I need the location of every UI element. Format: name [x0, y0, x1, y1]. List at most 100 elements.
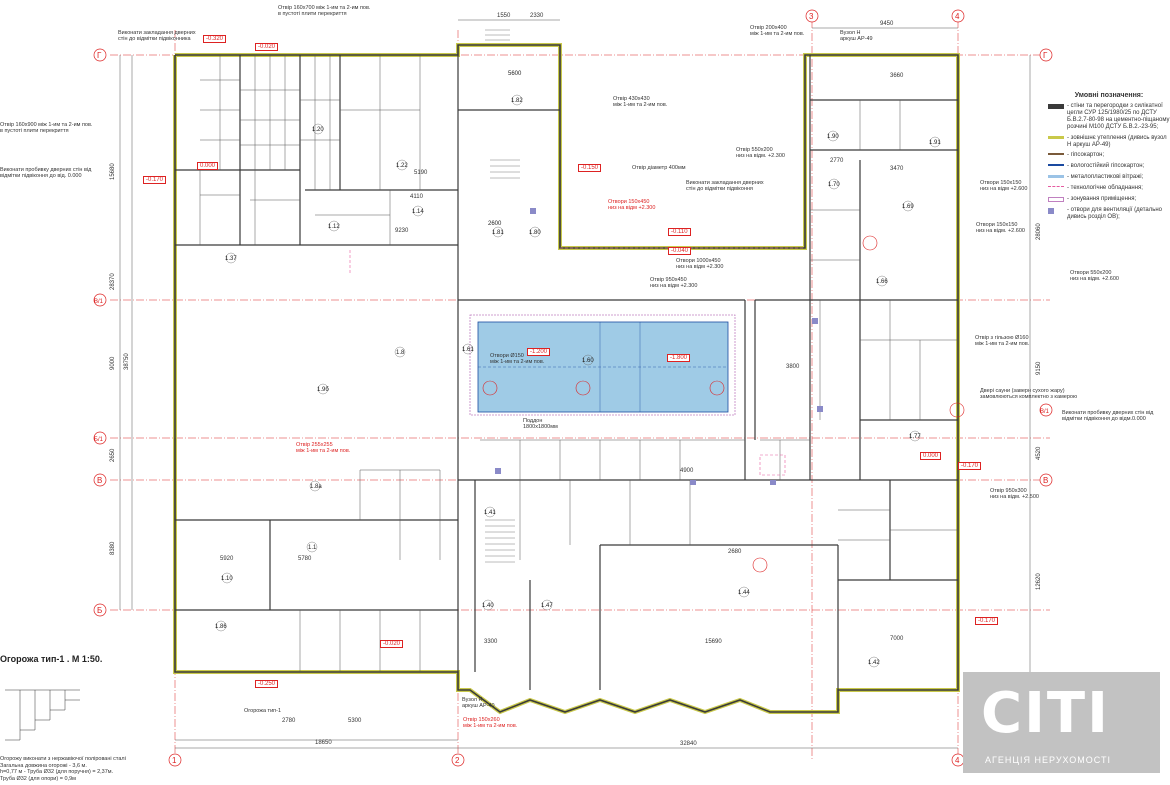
swatch-insulation: [1048, 135, 1064, 139]
note-1: Виконати закладання дверних стін до відм…: [118, 30, 196, 43]
room-1-60: 1.60: [582, 358, 594, 364]
note-5: Отвір 430х430 між 1-им та 2-им пов.: [613, 96, 668, 109]
legend-item: - отвори для вентиляції (детально дивись…: [1048, 207, 1170, 221]
note-7: Виконати закладання дверних стін до відм…: [686, 180, 764, 193]
axis-label-v-right: В: [1043, 476, 1048, 485]
dim-inner-16: 3800: [786, 364, 800, 370]
swatch-glazing: [1048, 175, 1064, 179]
vent-openings: [495, 208, 823, 485]
room-1-41: 1.41: [484, 510, 496, 516]
legend-item: - технологічне обладнання;: [1048, 185, 1170, 192]
agency-logo: CITI АГЕНЦІЯ НЕРУХОМОСТІ: [963, 672, 1160, 773]
legend-item: - зовнішнє утеплення (дивись вузол Н арк…: [1048, 135, 1170, 149]
room-labels: 1.82 5600 1.81 2600 1.80 1.8 1.8а 1.9б 1…: [215, 71, 941, 668]
level-tag: -0.170: [143, 176, 167, 184]
room-1-9b: 1.9б: [317, 387, 329, 393]
dim-left-f: 8380: [110, 541, 116, 555]
note-21: Вузол Н аркуш АР-49: [840, 30, 873, 43]
level-tag: 0.000: [920, 452, 942, 460]
room-1-47: 1.47: [541, 603, 553, 609]
room-1-10: 1.10: [221, 576, 233, 582]
axis-label-g-left: Г: [97, 51, 102, 60]
room-1-91: 1.91: [929, 140, 941, 146]
room-1-81: 1.81: [492, 230, 504, 236]
swatch-vent: [1048, 207, 1054, 214]
note-17: Виконати пробивку дверних стін від відмі…: [1062, 410, 1154, 423]
logo-tagline: АГЕНЦІЯ НЕРУХОМОСТІ: [985, 755, 1111, 765]
legend-title: Умовні позначення:: [1074, 92, 1144, 99]
dim-left-a: 28370: [110, 273, 116, 290]
note-4: Виконати пробивку дверних стін від відмі…: [0, 167, 92, 180]
dim-left-d: 9000: [110, 356, 116, 370]
dim-bottom-left: 18650: [315, 740, 332, 746]
note-14: Отвори 550х200 низ на відм. +2.600: [1070, 270, 1119, 283]
room-1-80: 1.80: [529, 230, 541, 236]
note-9: Отвір 550х200 низ на відм. +2.300: [736, 147, 785, 160]
level-tag: -0.150: [578, 164, 602, 172]
dimension-lines: [119, 19, 1031, 749]
room-1-8: 1.8: [396, 350, 405, 356]
internal-walls: [174, 55, 958, 690]
dim-left-c: 15680: [110, 163, 116, 180]
dim-inner-6: 3300: [484, 639, 498, 645]
room-1-82: 1.82: [511, 98, 523, 104]
pool-hole-note: Отвори Ø150 між 1-им та 2-им пов.: [490, 353, 545, 366]
dim-inner-5: 5780: [298, 556, 312, 562]
level-tag: -0.320: [203, 35, 227, 43]
dim-inner-14: 3660: [890, 73, 904, 79]
room-1-81-area: 2600: [488, 221, 502, 227]
level-tag: -0.110: [668, 228, 691, 236]
level-tag: -1.200: [527, 348, 551, 356]
note-2: Отвір 160х700 між 1-им та 2-им пов. в пу…: [278, 5, 371, 18]
dim-inner-13: 5190: [414, 170, 428, 176]
room-1-82-area: 5600: [508, 71, 522, 77]
swatch-zoning: [1048, 196, 1064, 202]
dim-left-e: 2650: [110, 448, 116, 462]
dim-left-b: 38750: [124, 353, 130, 370]
axis-label-b-left: Б: [97, 606, 102, 615]
axis-label-2: 2: [455, 756, 460, 765]
dim-right-b: 9150: [1036, 361, 1042, 375]
level-tag: -0.020: [255, 43, 279, 51]
guardrail-sketch: [5, 689, 80, 741]
note-8: Отвори 150х450 низ на відм +2.300: [608, 199, 656, 212]
dim-inner-11: 4110: [410, 194, 424, 200]
legend-item: - гіпсокартон;: [1048, 152, 1170, 159]
logo-mark: CITI: [981, 681, 1110, 746]
dim-right-d: 12620: [1036, 573, 1042, 590]
note-16: Двері сауни (заверн сухого жару) замовлю…: [980, 388, 1078, 401]
note-6: Отвір діаметр 400мм: [632, 165, 686, 171]
room-1-61: 1.61: [462, 347, 474, 353]
swatch-wall: [1048, 104, 1064, 110]
note-19: Отвір 150х260 між 1-им та 2-им пов.: [463, 717, 518, 730]
dim-inner-1: 7000: [890, 636, 904, 642]
dim-inner-15: 3470: [890, 166, 904, 172]
axis-label-1: 1: [172, 756, 177, 765]
legend-item: - вологостійкий гіпсокартон;: [1048, 163, 1170, 170]
dim-inner-12: 9230: [395, 228, 409, 234]
dim-inner-9: 2680: [728, 549, 742, 555]
axis-label-3: 3: [809, 12, 814, 21]
axis-bubbles: Г Г В/1 В/1 Б/1 В В Б 1 2 3 4 4: [93, 9, 1053, 767]
dim-bottom-total: 32840: [680, 741, 697, 747]
dim-inner-0: 15690: [705, 639, 722, 645]
note-12: Отвір 255х255 між 1-им та 2-им пов.: [296, 442, 351, 455]
axis-label-4: 4: [955, 12, 960, 21]
legend-item: - стіни та перегородки з силікатної цегл…: [1048, 103, 1170, 131]
dim-inner-17: 2770: [830, 158, 844, 164]
level-tag: -0.040: [668, 247, 692, 255]
pool-tray-note: Поддон 1800х1800мм: [523, 418, 558, 431]
level-tag: -1.800: [667, 354, 691, 362]
legend-item: - зонування приміщення;: [1048, 196, 1170, 203]
section-markers: [482, 235, 965, 573]
axis-label-b1-left: Б/1: [94, 437, 104, 443]
room-1-20: 1.20: [312, 127, 324, 133]
dim-inner-8: 2780: [282, 718, 296, 724]
stairs: [485, 29, 520, 563]
dim-top-a: 1550: [497, 13, 511, 19]
axis-label-v1-left: В/1: [94, 299, 104, 305]
dim-top-b: 2330: [530, 13, 544, 19]
axis-label-4-bottom: 4: [955, 756, 960, 765]
legend: Умовні позначення: - стіни та перегородк…: [1048, 92, 1170, 225]
dim-right-a: 28060: [1036, 223, 1042, 240]
